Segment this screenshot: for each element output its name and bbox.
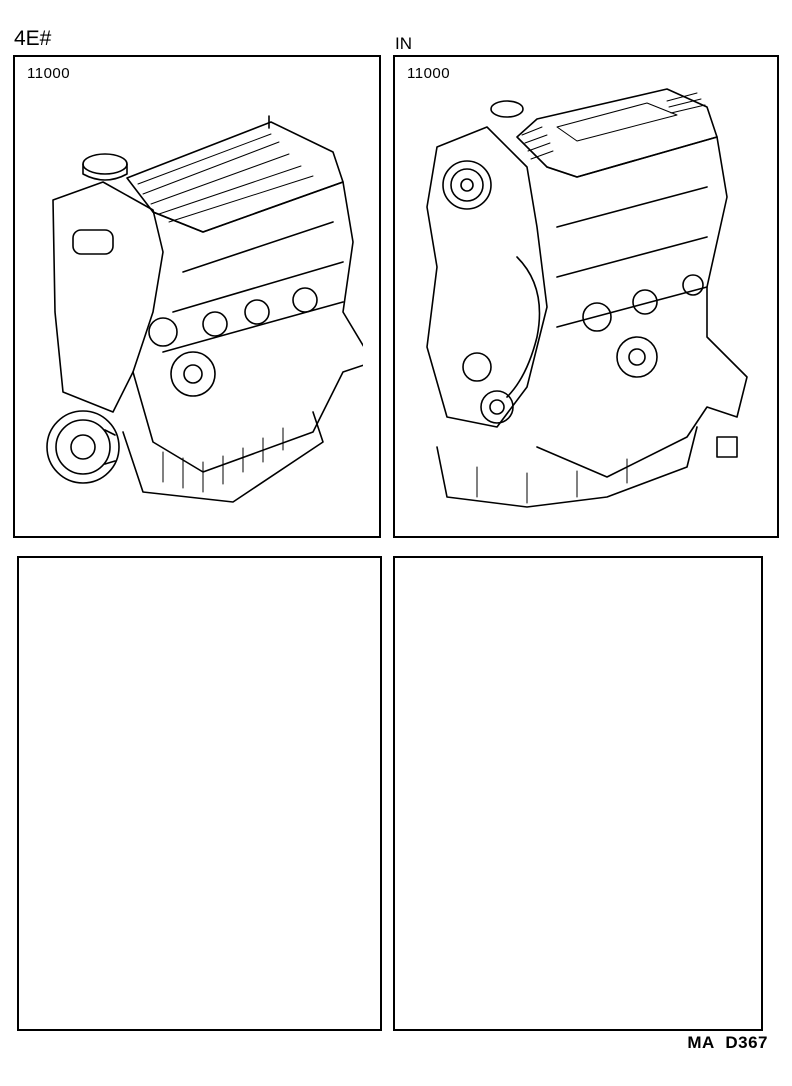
part-number: 11000: [407, 65, 451, 82]
engine-assembly-icon: [426, 88, 748, 508]
panel-bottom-left: [17, 556, 382, 1031]
group-label-4e: 4E#: [14, 27, 52, 50]
panel-bottom-right: [393, 556, 763, 1031]
part-number: 11000: [27, 65, 71, 82]
panel-top-right: 11000: [393, 55, 779, 538]
page-code: MA D367: [687, 1033, 768, 1052]
engine-assembly-icon: [46, 115, 363, 503]
panel-top-left: 11000: [13, 55, 381, 538]
group-label-in: IN: [395, 34, 412, 53]
